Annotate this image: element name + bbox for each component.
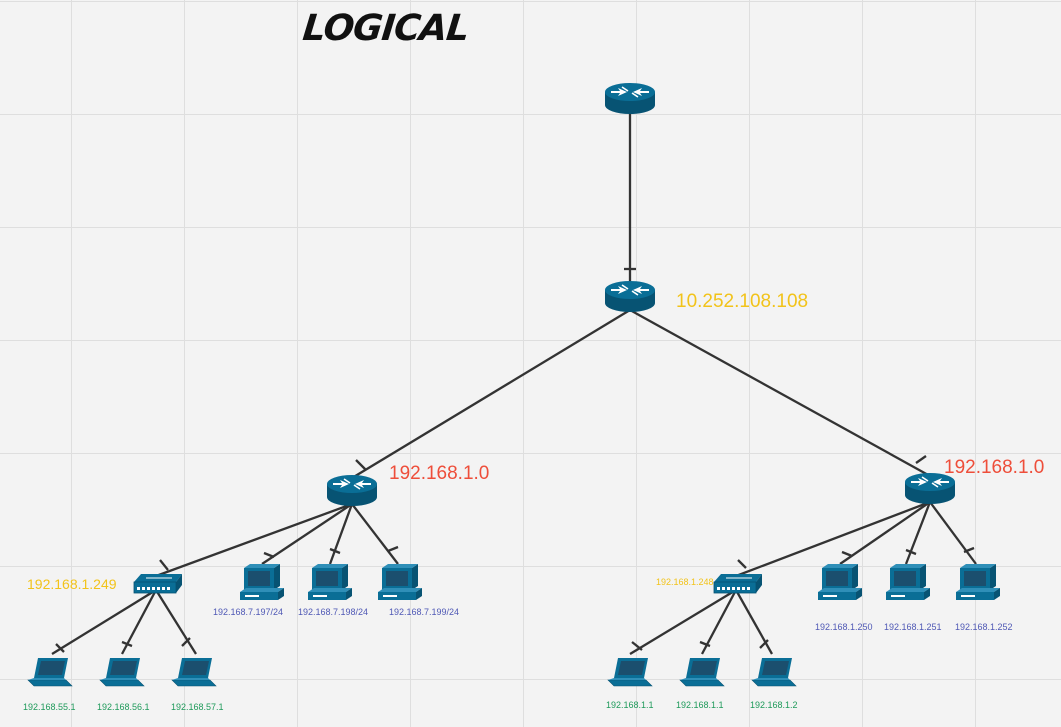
left-router-label: 192.168.1.0 <box>389 463 490 484</box>
left-pc-1-icon[interactable] <box>240 564 284 600</box>
right-laptop-1-label: 192.168.1.1 <box>606 700 654 710</box>
right-laptop-3-icon[interactable] <box>751 657 797 687</box>
left-laptop-3-label: 192.168.57.1 <box>171 702 224 712</box>
right-pc-2-label: 192.168.1.251 <box>884 622 942 632</box>
link-left-laptop-1 <box>51 589 157 655</box>
top-router-icon[interactable] <box>604 82 656 115</box>
link-right-laptop-1 <box>629 589 737 655</box>
port-ticks <box>55 267 975 653</box>
right-pc-1-icon[interactable] <box>818 564 862 600</box>
right-pc-1-label: 192.168.1.250 <box>815 622 873 632</box>
left-pc-2-icon[interactable] <box>308 564 352 600</box>
left-router-icon[interactable] <box>326 474 378 507</box>
left-switch-icon[interactable] <box>133 573 183 594</box>
diagram-title: LOGICAL <box>300 8 471 49</box>
link-core-right <box>629 308 931 478</box>
left-laptop-2-label: 192.168.56.1 <box>97 702 150 712</box>
left-pc-3-label: 192.168.7.199/24 <box>389 607 460 617</box>
right-laptop-1-icon[interactable] <box>607 657 653 687</box>
left-pc-2-label: 192.168.7.198/24 <box>298 607 369 617</box>
left-laptop-1-label: 192.168.55.1 <box>23 702 76 712</box>
left-laptop-2-icon[interactable] <box>99 657 145 687</box>
right-switch-icon[interactable] <box>713 573 763 594</box>
link-right-pc-2 <box>904 501 932 565</box>
left-pc-1-label: 192.168.7.197/24 <box>213 607 284 617</box>
link-left-pc-1 <box>261 503 353 565</box>
right-laptop-3-label: 192.168.1.2 <box>750 700 798 710</box>
link-right-pc-1 <box>839 501 931 565</box>
link-right-switch <box>735 500 931 578</box>
right-pc-2-icon[interactable] <box>886 564 930 600</box>
left-laptop-1-icon[interactable] <box>27 657 73 687</box>
link-left-pc-3 <box>351 503 399 565</box>
left-pc-3-icon[interactable] <box>378 564 422 600</box>
link-left-laptop-3 <box>155 589 197 655</box>
link-right-pc-3 <box>929 501 977 565</box>
right-switch-label: 192.168.1.248 <box>656 577 714 587</box>
right-router-label: 192.168.1.0 <box>944 457 1045 478</box>
right-laptop-2-label: 192.168.1.1 <box>676 700 724 710</box>
right-pc-3-icon[interactable] <box>956 564 1000 600</box>
links <box>51 110 977 655</box>
link-left-pc-2 <box>328 503 354 565</box>
core-router-label: 10.252.108.108 <box>676 291 809 312</box>
link-right-laptop-2 <box>700 589 738 655</box>
core-router-icon[interactable] <box>604 280 656 313</box>
left-laptop-3-icon[interactable] <box>171 657 217 687</box>
right-pc-3-label: 192.168.1.252 <box>955 622 1013 632</box>
right-laptop-2-icon[interactable] <box>679 657 725 687</box>
link-right-laptop-3 <box>734 589 774 655</box>
link-left-switch <box>155 502 353 578</box>
left-switch-label: 192.168.1.249 <box>27 576 117 592</box>
link-core-left <box>351 309 631 479</box>
